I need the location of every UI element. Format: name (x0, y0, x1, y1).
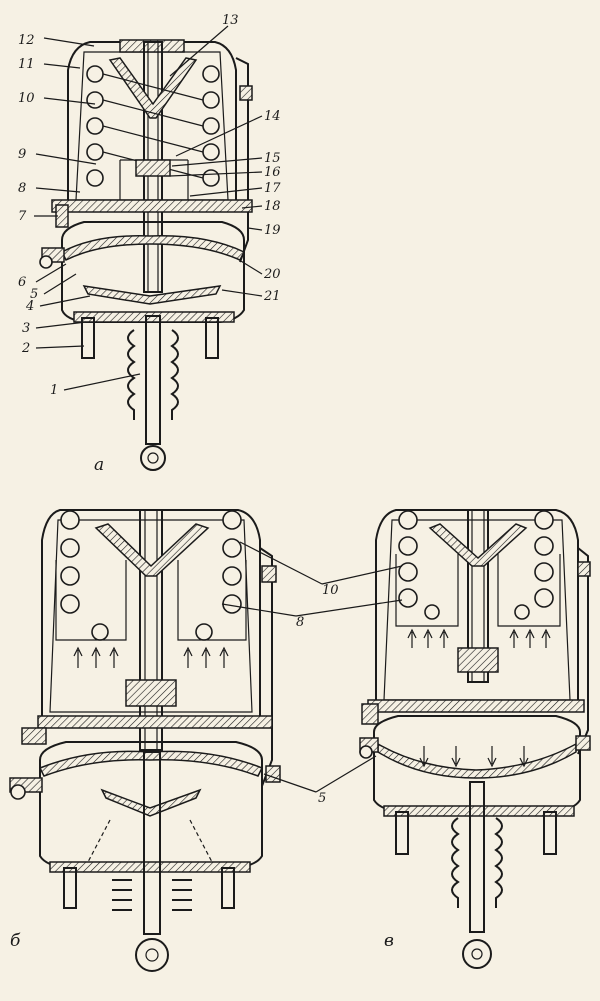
label-7: 7 (18, 209, 27, 224)
label-1: 1 (50, 383, 58, 398)
label-10: 10 (18, 91, 35, 106)
caption-view-v: в (384, 931, 394, 951)
part-labels-a: 12 11 10 9 8 7 6 5 4 3 2 1 13 14 15 16 1… (18, 13, 281, 398)
down-arrows-v (419, 746, 529, 768)
pushrod-boot-v (451, 781, 503, 933)
label-2: 2 (21, 341, 30, 356)
clevis-eye-a (140, 445, 166, 471)
label-4: 4 (25, 299, 34, 314)
part-labels-bv: 10 8 5 (296, 583, 339, 806)
leader-lines-a (34, 25, 263, 391)
label-14: 14 (264, 109, 281, 124)
label-5-bv: 5 (318, 791, 326, 806)
caption-view-b: б (10, 931, 21, 951)
label-8-bv: 8 (296, 615, 304, 630)
view-b (9, 509, 281, 972)
label-11: 11 (18, 57, 35, 72)
label-15: 15 (264, 151, 281, 166)
label-21: 21 (263, 289, 281, 304)
label-19: 19 (264, 223, 281, 238)
label-13: 13 (222, 13, 239, 28)
return-springs-b (112, 879, 192, 911)
label-9: 9 (18, 147, 26, 162)
spring-coils-a (86, 65, 220, 187)
label-10-bv: 10 (322, 583, 339, 598)
label-17: 17 (264, 181, 281, 196)
view-v (359, 509, 591, 969)
pressure-arrows-b (73, 646, 229, 668)
caption-view-a: а (94, 455, 104, 475)
spring-coils-b (60, 510, 242, 641)
bypass-pipe-v (577, 547, 589, 755)
label-5: 5 (30, 287, 38, 302)
label-20: 20 (263, 267, 281, 282)
label-6: 6 (18, 275, 26, 290)
label-3: 3 (22, 321, 30, 336)
label-16: 16 (264, 165, 281, 180)
clevis-eye-v (462, 939, 492, 969)
label-12: 12 (18, 33, 35, 48)
pressure-arrows-v (407, 628, 551, 648)
label-18: 18 (264, 199, 281, 214)
view-a (39, 39, 253, 471)
leader-lines-bv (221, 541, 403, 793)
label-8: 8 (18, 181, 26, 196)
clevis-eye-b (135, 938, 169, 972)
bypass-pipe-b (259, 547, 273, 787)
spring-coils-v (398, 510, 554, 620)
pushrod-boot-a (127, 315, 179, 445)
